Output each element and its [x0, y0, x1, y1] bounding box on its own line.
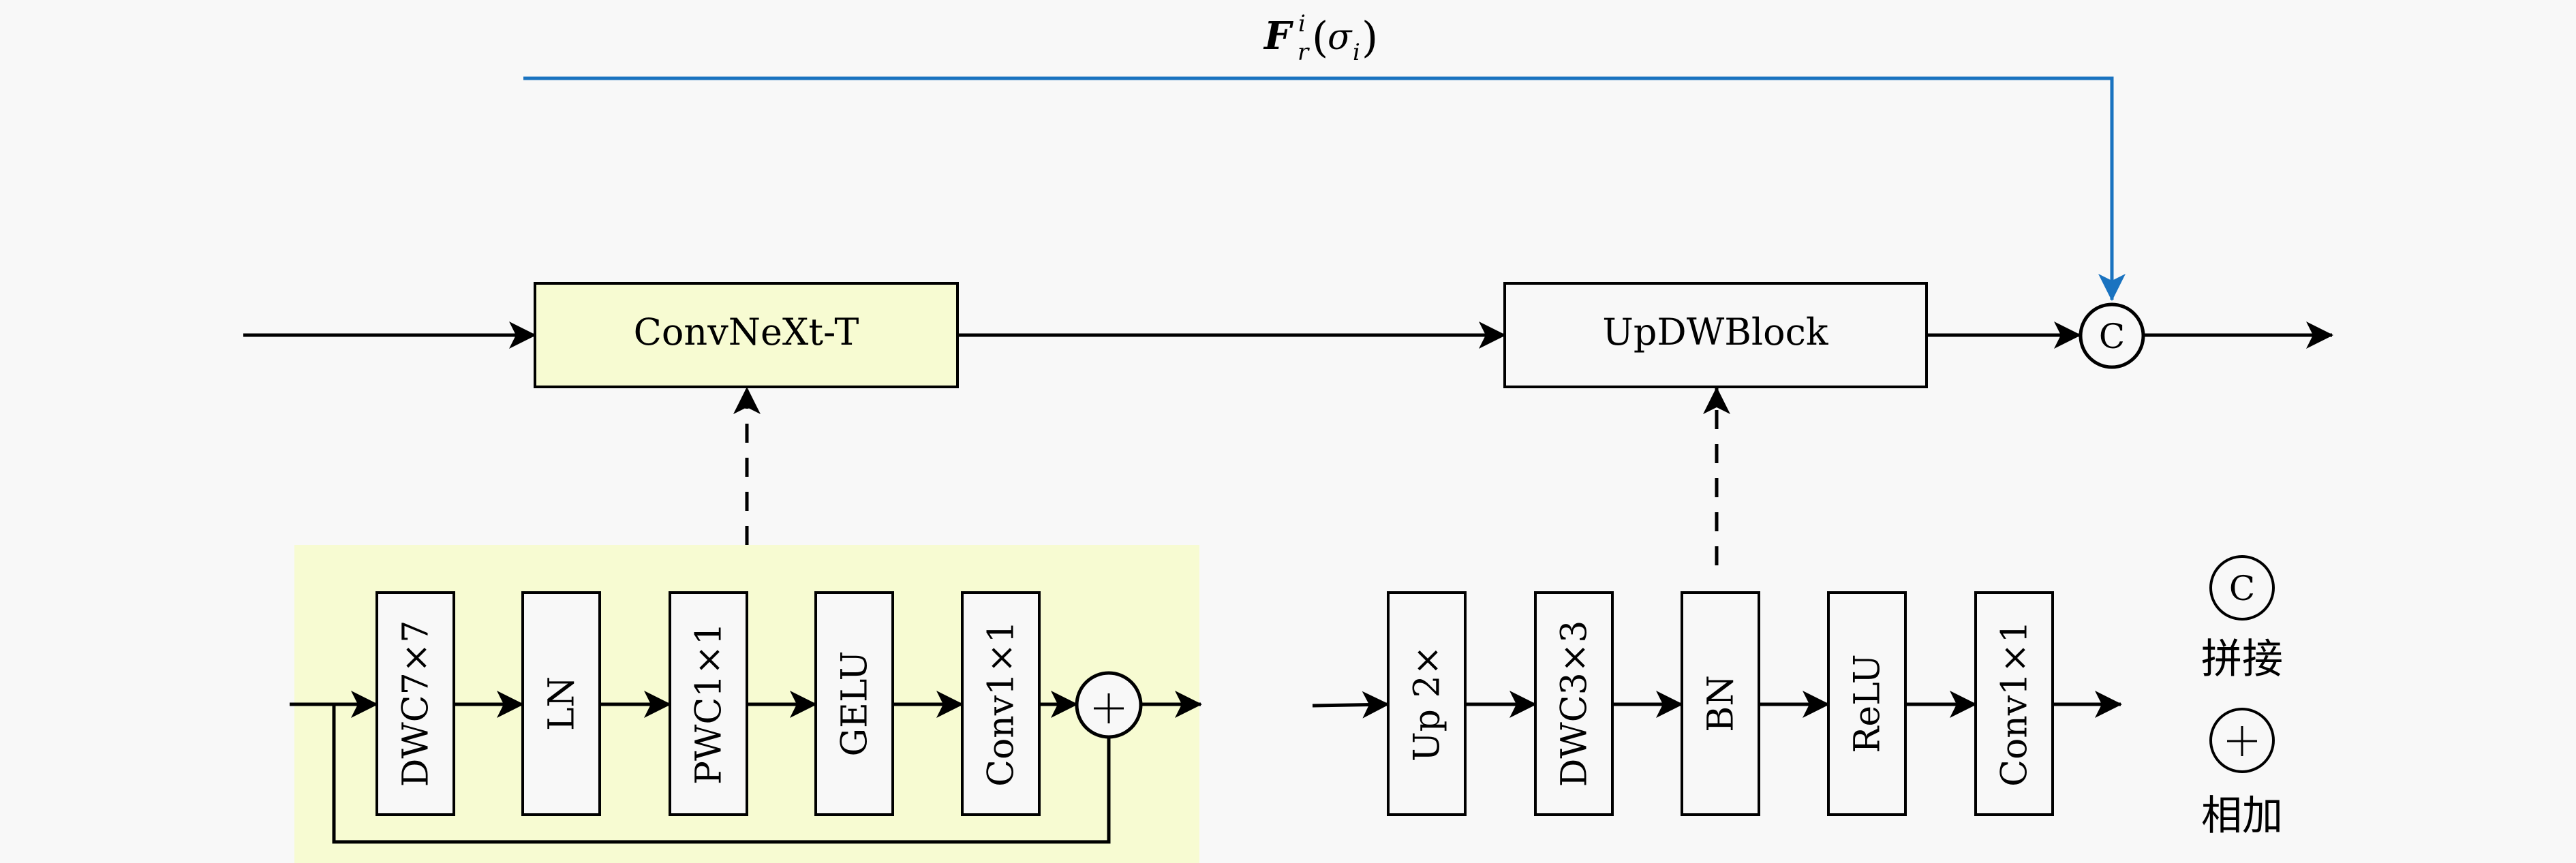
- updw-layer-label: Conv1×1: [1995, 621, 2036, 787]
- formula-base: F: [1263, 14, 1294, 59]
- updw-detail-panel: Up 2× DWC3×3 BN ReLU Conv1×1: [1312, 591, 2122, 816]
- updw-layer-label: DWC3×3: [1554, 621, 1595, 787]
- updw-layer-label: BN: [1701, 675, 1742, 732]
- updwblock-block: [1503, 282, 1928, 388]
- formula-close-paren: ): [1362, 12, 1378, 62]
- convnext-layer-label: DWC7×7: [396, 621, 437, 787]
- legend-concat-label: 拼接: [2201, 636, 2283, 683]
- updw-layer-conv1-1: Conv1×1: [1974, 591, 2054, 816]
- updw-layer-label: ReLU: [1847, 654, 1888, 753]
- updw-layer-box: [1827, 591, 1907, 816]
- convnext-layer-gelu: GELU: [814, 591, 894, 816]
- convnext-detail-panel: DWC7×7 LN PWC1×1 GELU Conv1×1: [290, 545, 1202, 863]
- updwblock-label: UpDWBlock: [1602, 311, 1829, 354]
- skip-connection: [523, 76, 2126, 301]
- formula-open-paren: (: [1312, 12, 1328, 62]
- formula-sigma-sub: i: [1353, 39, 1360, 66]
- convnext-layer-label: GELU: [835, 650, 876, 756]
- convnext-layer-pwc1-1: PWC1×1: [669, 591, 748, 816]
- convnext-layer-box: [961, 591, 1041, 816]
- convnext-layer-label: LN: [542, 676, 583, 731]
- convnext-layer-label: Conv1×1: [981, 621, 1022, 787]
- main-flow: ConvNeXt-T UpDWBlock C: [243, 282, 2333, 565]
- skip-connection-line: [523, 76, 2126, 301]
- formula-sup: i: [1298, 10, 1306, 37]
- convnext-t-label: ConvNeXt-T: [634, 311, 859, 354]
- updw-layer-box: [1534, 591, 1614, 816]
- updw-layer-relu: ReLU: [1827, 591, 1907, 816]
- legend-concat-icon: [2209, 555, 2275, 621]
- residual-skip-line: [332, 704, 1111, 844]
- convnext-layer-dwc7-7: DWC7×7: [375, 591, 455, 816]
- concat-symbol: C: [2099, 317, 2125, 356]
- legend-add-label: 相加: [2201, 792, 2283, 840]
- updw-layer-box: [1974, 591, 2054, 816]
- concat-node: C: [2079, 302, 2145, 369]
- updw-layer-up-2: Up 2×: [1387, 591, 1467, 816]
- convnext-layer-ln: LN: [521, 591, 601, 816]
- legend: C 拼接 相加: [2201, 555, 2283, 840]
- add-node: [1075, 671, 1143, 739]
- formula-sigma: σ: [1328, 17, 1353, 58]
- updw-layer-dwc3-3: DWC3×3: [1534, 591, 1614, 816]
- updw-layer-label: Up 2×: [1407, 646, 1448, 762]
- convnext-layer-box: [669, 591, 748, 816]
- legend-concat-symbol: C: [2229, 569, 2255, 608]
- updw-layer-bn: BN: [1681, 591, 1760, 816]
- convnext-layer-label: PWC1×1: [689, 623, 730, 785]
- updw-detail-input: [1312, 691, 1390, 719]
- skip-formula: F i r ( σ i ): [1263, 10, 1378, 66]
- formula-sub: r: [1298, 39, 1310, 66]
- convnext-layer-conv1-1: Conv1×1: [961, 591, 1041, 816]
